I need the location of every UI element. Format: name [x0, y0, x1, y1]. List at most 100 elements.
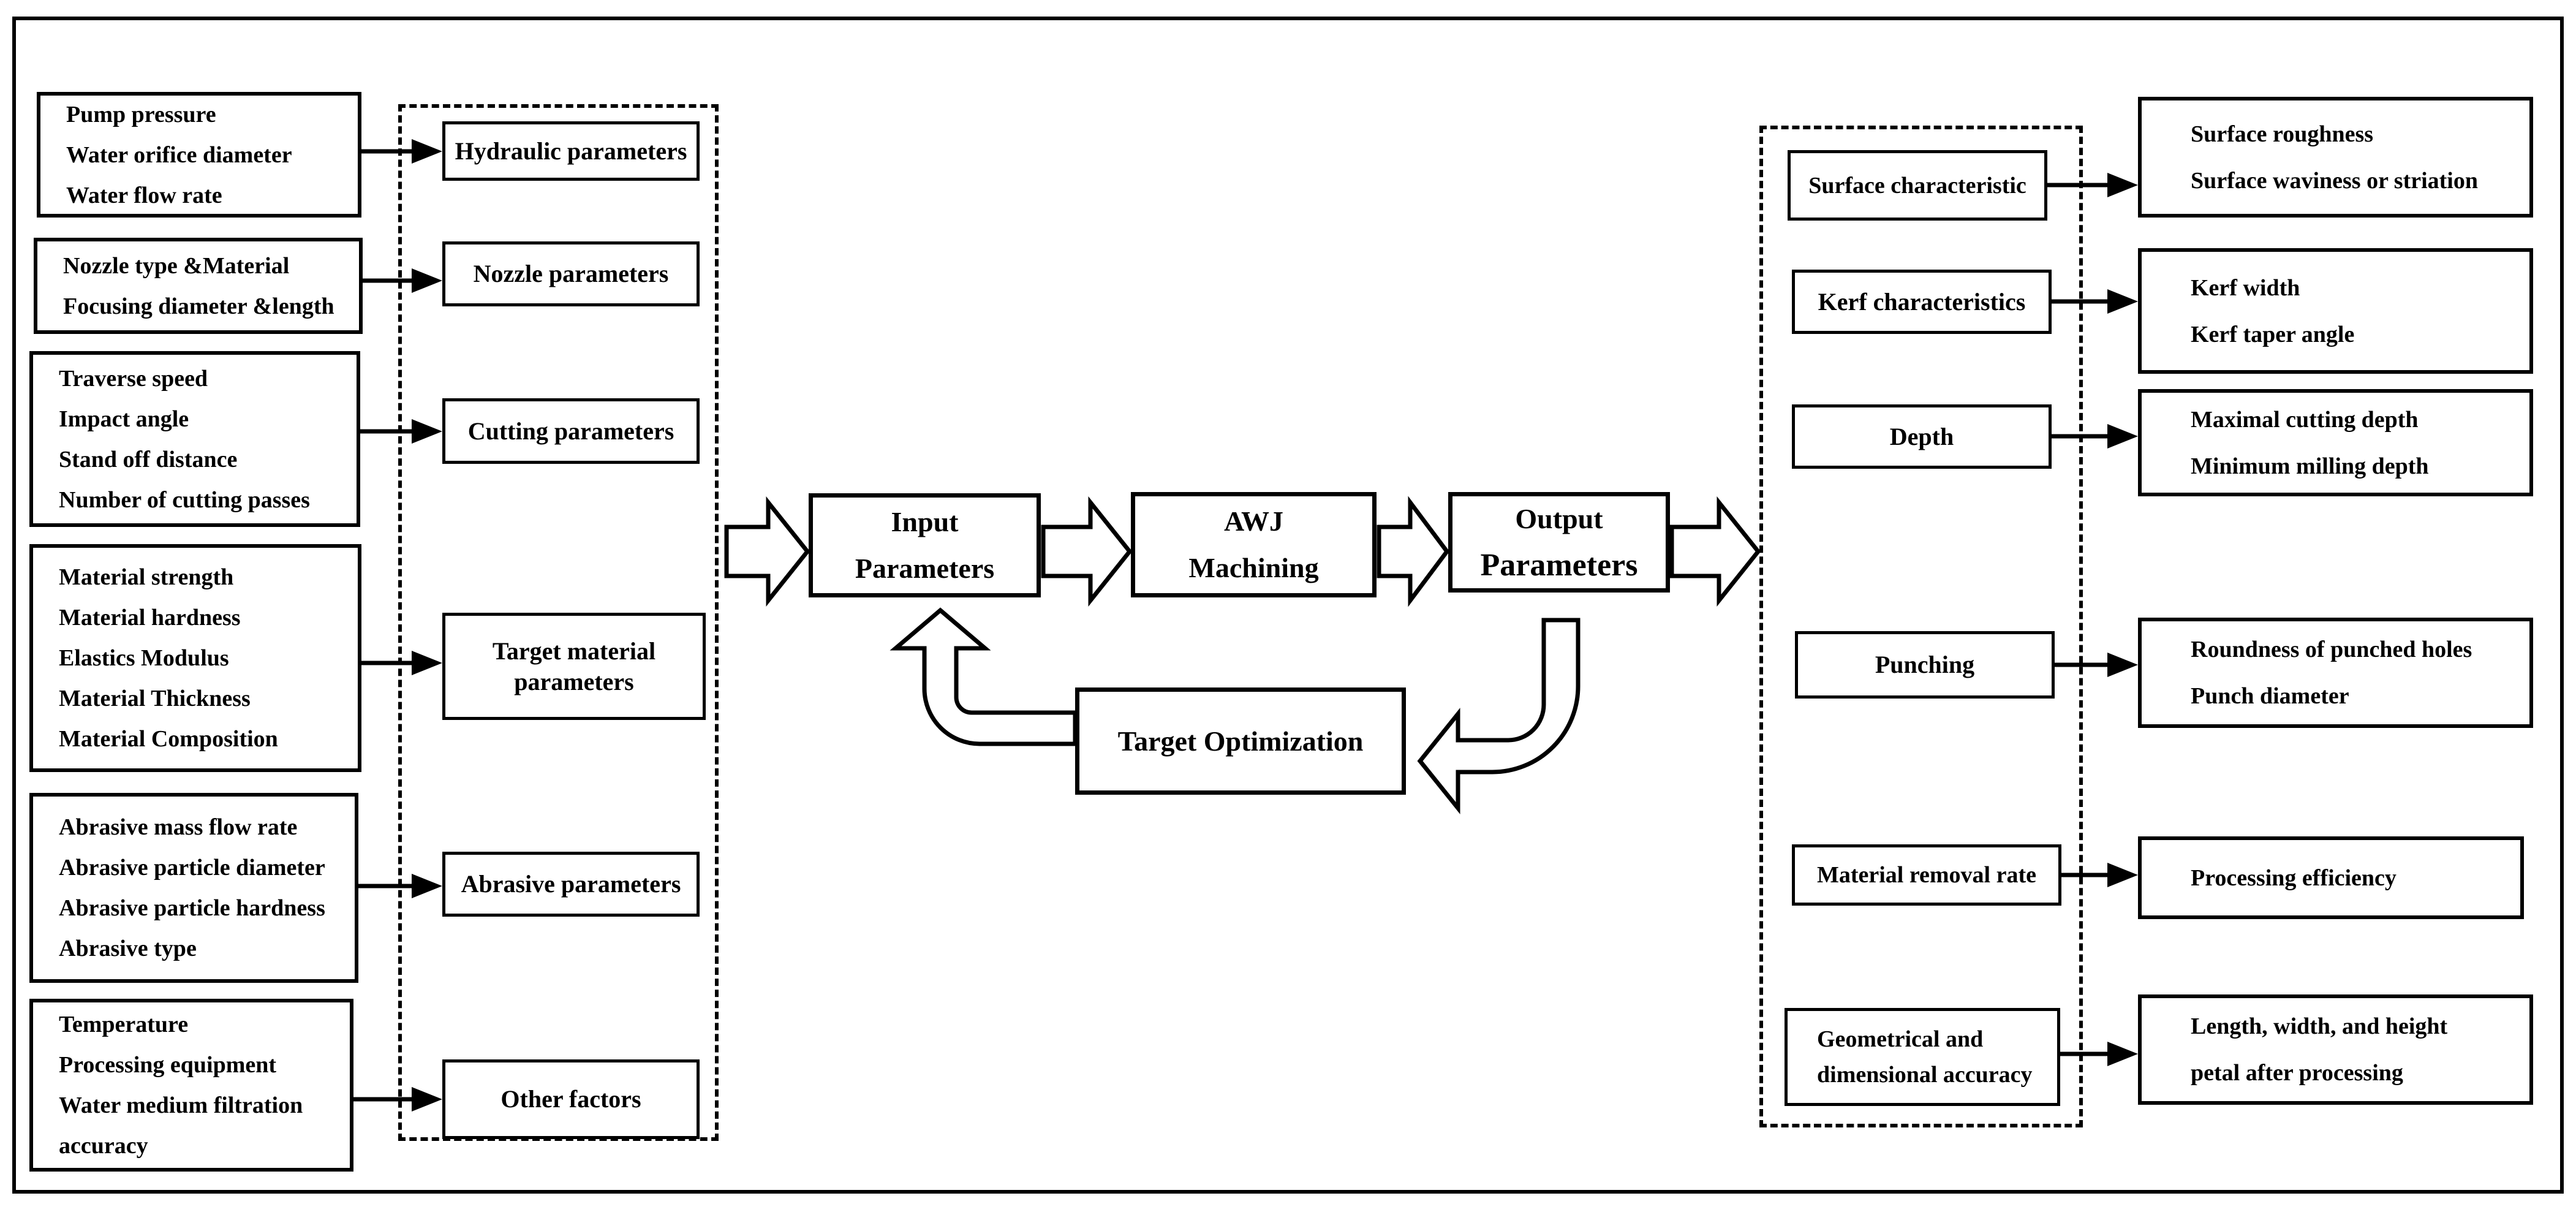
text-line: Material hardness	[59, 605, 241, 631]
text-line: Pump pressure	[66, 101, 216, 127]
nozzle-parameters-box: Nozzle parameters	[442, 241, 700, 306]
block-arrow-output-to-results	[1669, 496, 1761, 607]
text-line: Processing equipment	[59, 1052, 277, 1078]
awj-machining-box: AWJ Machining	[1131, 492, 1377, 597]
text-line: Material Composition	[59, 726, 278, 752]
text-line: Nozzle type &Material	[63, 252, 290, 279]
text-line: dimensional accuracy	[1817, 1062, 2033, 1088]
text-line: Input	[891, 506, 959, 537]
text-line: Surface roughness	[2191, 121, 2374, 147]
text-line: Other factors	[500, 1085, 641, 1113]
dimensions-results-box: Length, width, and height petal after pro…	[2138, 994, 2533, 1105]
feedback-arrow-optimization-to-input	[890, 607, 1078, 746]
text-line: Abrasive parameters	[461, 870, 681, 898]
text-line: Elastics Modulus	[59, 645, 229, 671]
text-line: Stand off distance	[59, 446, 238, 472]
output-parameters-group-outline	[1759, 126, 2083, 1127]
text-line: Minimum milling depth	[2191, 453, 2429, 479]
arrow-punching-to-roundness	[2055, 653, 2138, 677]
cutting-parameters-box: Cutting parameters	[442, 398, 700, 464]
block-arrow-inputs-to-inputbox	[724, 496, 810, 607]
material-removal-rate-box: Material removal rate	[1792, 844, 2061, 906]
surface-characteristic-box: Surface characteristic	[1788, 150, 2047, 221]
arrow-surface-to-roughness	[2047, 173, 2138, 197]
arrow-depth-to-cuttingdepth	[2052, 424, 2138, 449]
text-line: Parameters	[1480, 548, 1638, 583]
feedback-arrow-output-to-optimization	[1417, 618, 1581, 814]
text-line: Abrasive mass flow rate	[59, 814, 298, 840]
text-line: Number of cutting passes	[59, 487, 310, 513]
arrow-material-to-targetmaterial	[359, 651, 442, 675]
target-optimization-box: Target Optimization	[1075, 687, 1406, 795]
arrow-mrr-to-efficiency	[2061, 863, 2138, 887]
text-line: Target Optimization	[1117, 725, 1364, 757]
text-line: Temperature	[59, 1012, 189, 1037]
text-line: Nozzle parameters	[473, 260, 669, 287]
text-line: Surface waviness or striation	[2191, 167, 2478, 194]
figure-border	[12, 17, 2564, 1194]
text-line: Impact angle	[59, 406, 189, 432]
text-line: Abrasive particle hardness	[59, 895, 325, 921]
text-line: Output	[1515, 503, 1603, 534]
text-line: Kerf width	[2191, 275, 2300, 301]
text-line: Punch diameter	[2191, 683, 2349, 709]
text-line: Water orifice diameter	[66, 142, 292, 168]
arrow-temperature-to-otherfactors	[353, 1087, 442, 1112]
text-line: Processing efficiency	[2191, 865, 2397, 891]
efficiency-results-box: Processing efficiency	[2138, 836, 2524, 919]
other-factors-box: Other factors	[442, 1059, 700, 1139]
text-line: parameters	[514, 667, 634, 695]
text-line: Machining	[1188, 552, 1319, 583]
hydraulic-parameters-box: Hydraulic parameters	[442, 121, 700, 181]
text-line: Water flow rate	[66, 182, 222, 208]
text-line: Punching	[1875, 651, 1975, 678]
text-line: Target material	[492, 637, 656, 665]
text-line: Abrasive particle diameter	[59, 855, 325, 881]
text-line: Kerf characteristics	[1818, 287, 2026, 316]
block-arrow-input-to-awj	[1041, 496, 1133, 607]
text-line: Material removal rate	[1816, 862, 2036, 888]
text-line: Material strength	[59, 564, 234, 590]
text-line: Parameters	[855, 553, 995, 584]
text-line: Depth	[1889, 422, 1954, 450]
abrasive-parameters-box: Abrasive parameters	[442, 852, 700, 917]
text-line: Surface characteristic	[1808, 172, 2026, 199]
text-line: Geometrical and	[1817, 1026, 1984, 1052]
kerf-characteristics-box: Kerf characteristics	[1792, 270, 2052, 334]
punching-box: Punching	[1795, 631, 2055, 699]
input-parameters-group-outline	[398, 104, 719, 1141]
block-arrow-awj-to-output	[1377, 496, 1450, 607]
text-line: Cutting parameters	[467, 417, 674, 445]
text-line: Maximal cutting depth	[2191, 406, 2419, 433]
text-line: Hydraulic parameters	[455, 137, 687, 165]
geometrical-accuracy-box: Geometrical and dimensional accuracy	[1785, 1008, 2060, 1106]
arrow-traverse-to-cutting	[359, 419, 442, 444]
text-line: Water medium filtration accuracy	[59, 1093, 303, 1159]
text-line: AWJ	[1223, 506, 1284, 537]
arrow-pump-to-hydraulic	[360, 139, 442, 164]
text-line: petal after processing	[2191, 1060, 2403, 1086]
text-line: Length, width, and height	[2191, 1013, 2448, 1039]
text-line: Abrasive type	[59, 936, 197, 961]
text-line: Roundness of punched holes	[2191, 637, 2472, 662]
text-line: Focusing diameter &length	[63, 293, 334, 319]
arrow-kerf-to-kerfwidth	[2052, 289, 2138, 314]
arrow-geometrical-to-dimensions	[2060, 1042, 2138, 1066]
text-line: Kerf taper angle	[2191, 321, 2355, 347]
arrow-nozzle-to-nozzleparams	[361, 268, 442, 293]
arrow-abrasive-to-abrasiveparams	[357, 874, 442, 898]
text-line: Material Thickness	[59, 686, 251, 711]
